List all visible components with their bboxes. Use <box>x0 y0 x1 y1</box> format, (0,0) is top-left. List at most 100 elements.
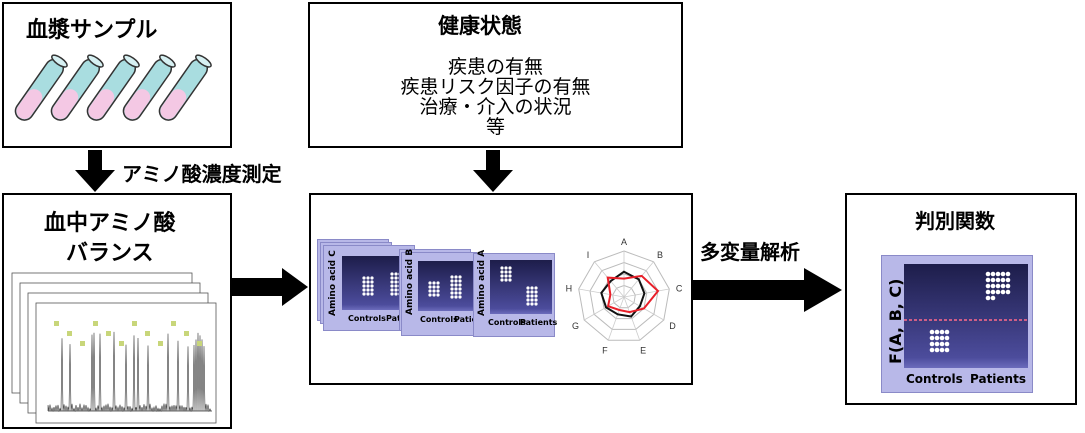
dots-c-point <box>370 284 374 288</box>
panel-a-axis-label: Amino acid A <box>477 249 487 316</box>
discriminant-patient-point <box>995 271 1001 277</box>
discriminant-patient-point <box>985 283 991 289</box>
radar-ring-3 <box>589 261 659 330</box>
dots-a-point <box>504 274 508 278</box>
dots-c-point <box>390 276 394 280</box>
radar-spoke <box>623 288 670 298</box>
test-tube-5 <box>158 54 212 121</box>
discriminant-control-point <box>929 341 935 347</box>
discriminant-control-point <box>944 341 950 347</box>
health-item-3: 治療・介入の状況 <box>419 96 572 118</box>
discriminant-patient-point <box>1000 271 1006 277</box>
discriminant-box: 判別関数 F(A, B, C) Controls Patients <box>845 193 1077 405</box>
dots-c-point <box>390 284 394 288</box>
dots-b-point <box>454 275 458 279</box>
panel-b-patients: Patie <box>454 315 478 324</box>
discriminant-patient-point <box>1000 289 1006 295</box>
panel-b-controls: Controls <box>420 315 458 324</box>
discriminant-patient-point <box>1005 289 1011 295</box>
radar-spoke <box>594 261 625 298</box>
dots-a-point <box>500 270 504 274</box>
dots-c-point <box>370 288 374 292</box>
discriminant-patient-point <box>985 271 991 277</box>
dots-a-point <box>508 274 512 278</box>
panel-a-dots <box>500 266 538 306</box>
amino-balance-title-1: 血中アミノ酸 <box>44 211 176 236</box>
radar-spoke <box>607 296 625 341</box>
dots-b-point <box>454 291 458 295</box>
arrow-analysis <box>692 268 842 312</box>
plasma-sample-title: 血漿サンプル <box>26 18 158 43</box>
discriminant-control-point <box>939 335 945 341</box>
dots-a-point <box>530 298 534 302</box>
dots-b-point <box>450 295 454 299</box>
discriminant-patient-point <box>1005 277 1011 283</box>
discriminant-control-point <box>944 347 950 353</box>
discriminant-control-point <box>934 347 940 353</box>
discriminant-patient-point <box>985 277 991 283</box>
dots-a-point <box>530 290 534 294</box>
discriminant-patient-point <box>985 289 991 295</box>
dots-b-point <box>454 295 458 299</box>
panel-amino-b: Amino acid B Controls Patie <box>401 249 478 336</box>
health-item-1: 疾患の有無 <box>447 56 543 78</box>
radar-axis-label: A <box>621 237 627 247</box>
panel-amino-a: Amino acid A Controls Patients <box>473 249 557 337</box>
dots-b-point <box>436 289 440 293</box>
dots-c-point <box>362 284 366 288</box>
test-tube-3 <box>86 54 140 121</box>
discriminant-patient-point <box>990 283 996 289</box>
dots-b-point <box>458 291 462 295</box>
dots-c-point <box>394 292 398 296</box>
discriminant-patient-point <box>1000 277 1006 283</box>
dots-a-point <box>530 294 534 298</box>
arrow-health-down <box>473 150 513 192</box>
dots-a-point <box>504 266 508 270</box>
discriminant-panel: F(A, B, C) Controls Patients <box>881 255 1033 393</box>
test-tube-2 <box>50 54 104 121</box>
radar-spoke <box>583 296 625 321</box>
dots-c-point <box>366 280 370 284</box>
dots-b-point <box>450 275 454 279</box>
discriminant-control-point <box>934 341 940 347</box>
dots-a-point <box>504 270 508 274</box>
radar-series-black <box>600 270 646 318</box>
radar-axis-label: D <box>669 321 676 331</box>
dots-b-point <box>432 281 436 285</box>
dots-c-point <box>362 288 366 292</box>
dots-a-point <box>534 302 538 306</box>
dots-a-point <box>530 286 534 290</box>
dots-a-point <box>530 302 534 306</box>
radar-axis-label: H <box>566 283 573 293</box>
panel-c-axis-label: Amino acid C <box>328 250 338 316</box>
panel-c-patients: Patie <box>386 314 410 323</box>
dots-a-point <box>500 274 504 278</box>
dots-b-point <box>432 285 436 289</box>
dots-a-point <box>534 298 538 302</box>
dots-b-point <box>458 275 462 279</box>
dots-c-point <box>366 288 370 292</box>
dots-b-point <box>436 293 440 297</box>
dots-c-point <box>370 292 374 296</box>
radar-axis-label: E <box>640 346 646 356</box>
radar-spoke <box>623 296 641 341</box>
discriminant-patient-point <box>990 271 996 277</box>
dots-b-point <box>436 285 440 289</box>
discriminant-patient-point <box>995 277 1001 283</box>
dots-c-point <box>362 280 366 284</box>
discriminant-control-point <box>939 329 945 335</box>
dots-b-point <box>450 279 454 283</box>
dots-b-point <box>450 287 454 291</box>
dots-a-point <box>534 294 538 298</box>
discriminant-controls: Controls <box>906 372 963 386</box>
discriminant-control-point <box>929 347 935 353</box>
discriminant-control-point <box>939 347 945 353</box>
panel-a-controls: Controls <box>488 318 526 327</box>
dots-a-point <box>526 290 530 294</box>
dots-a-point <box>526 294 530 298</box>
radar-axis-label: C <box>676 283 683 293</box>
panel-b-dots <box>428 275 462 299</box>
dots-c-point <box>390 288 394 292</box>
discriminant-control-point <box>934 329 940 335</box>
